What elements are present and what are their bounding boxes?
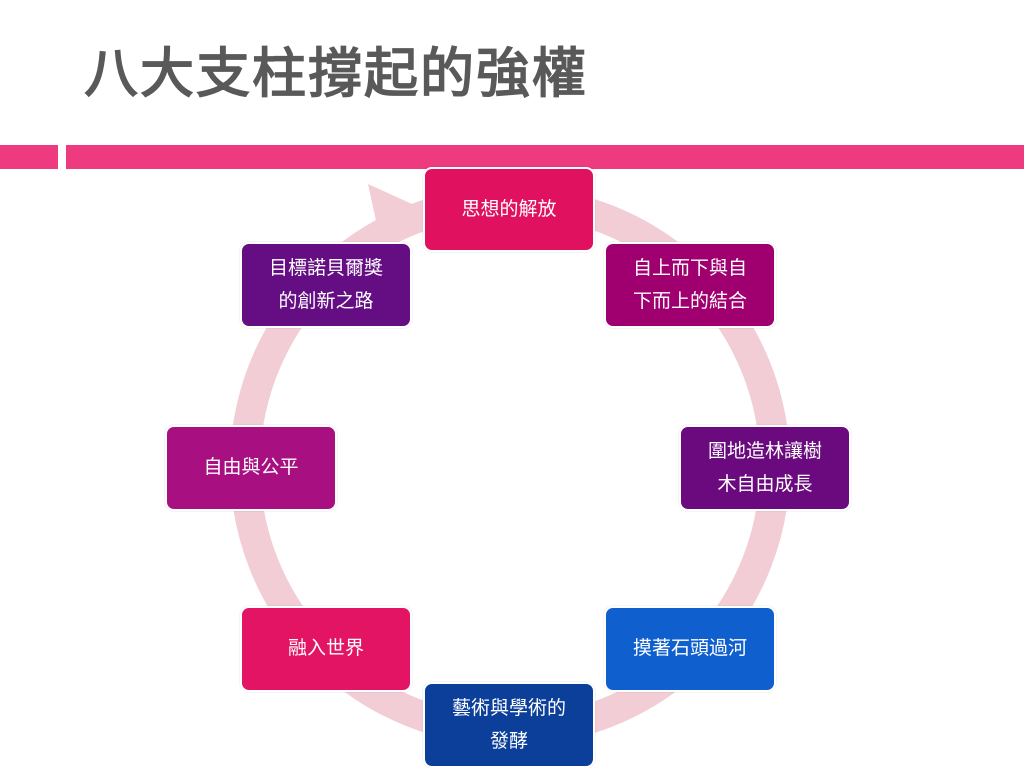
cycle-node-nobel-innovation: 目標諾貝爾獎 的創新之路	[240, 242, 412, 328]
accent-bar-right	[66, 145, 1024, 169]
cycle-node-join-world: 融入世界	[240, 606, 412, 692]
cycle-node-thought-liberation: 思想的解放	[423, 167, 595, 252]
cycle-node-top-down-bottom-up: 自上而下與自 下而上的結合	[604, 242, 776, 328]
accent-bar-left	[0, 145, 58, 169]
cycle-node-freedom-fairness: 自由與公平	[165, 425, 337, 511]
cycle-node-forest-growth: 圍地造林讓樹 木自由成長	[679, 425, 851, 511]
cycle-node-cross-river: 摸著石頭過河	[604, 606, 776, 692]
slide-title: 八大支柱撐起的強權	[84, 42, 588, 105]
cycle-node-arts-academics: 藝術與學術的 發酵	[423, 682, 595, 768]
